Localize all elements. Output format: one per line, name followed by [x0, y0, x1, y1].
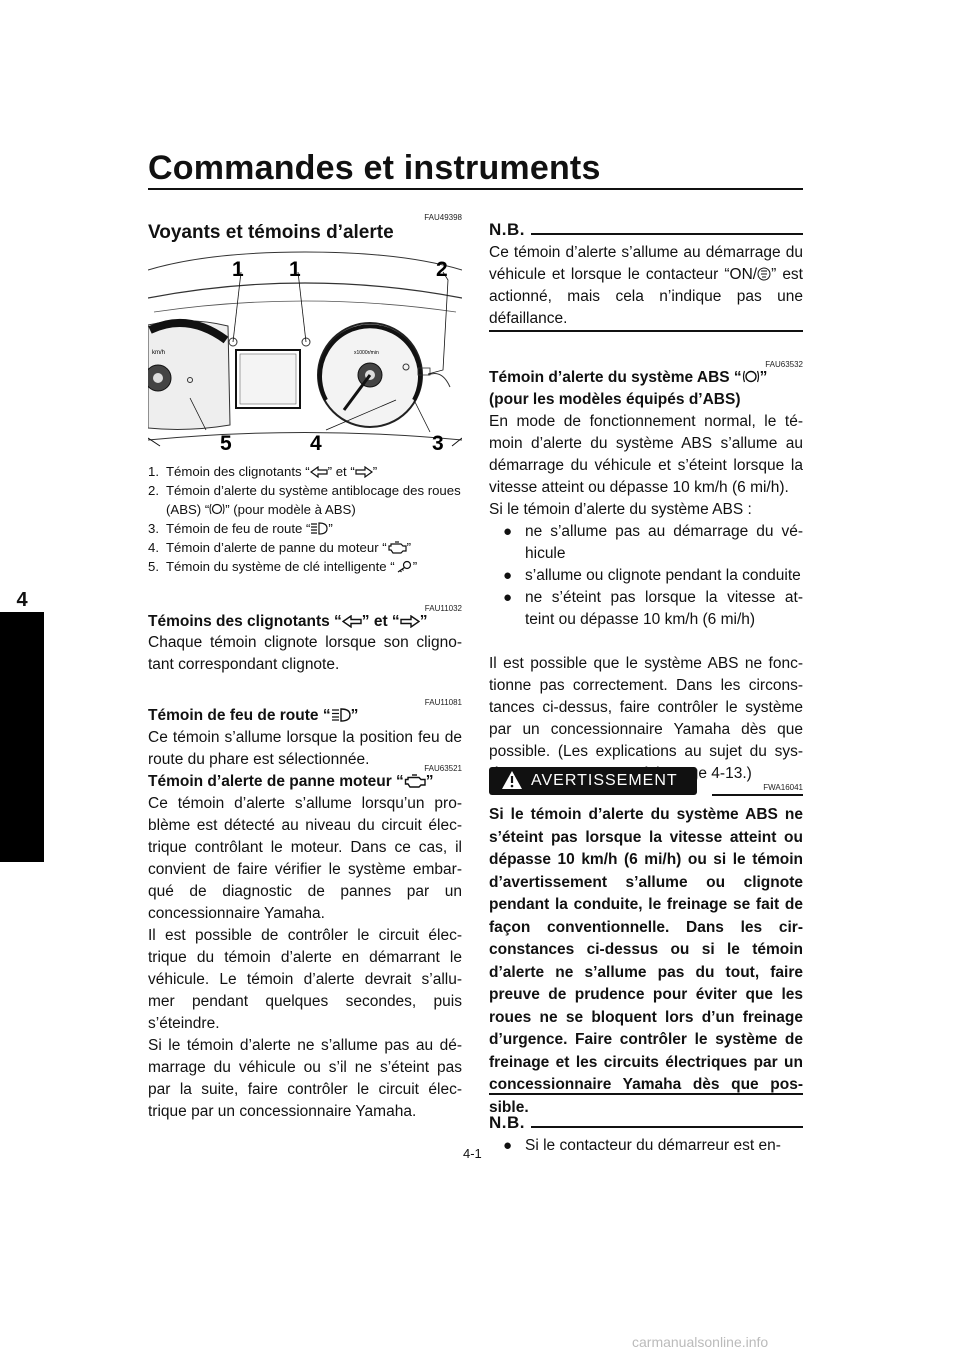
page-title: Commandes et instruments [148, 149, 601, 187]
warning-banner: AVERTISSEMENT [489, 767, 697, 795]
page-number: 4-1 [463, 1146, 482, 1161]
list-item: ●s’allume ou clignote pendant la conduit… [503, 567, 801, 584]
caption-item: 5. Témoin du système de clé intelligente… [148, 559, 418, 574]
callout-4: 4 [310, 432, 322, 455]
reference-code: FWA16041 [763, 783, 803, 792]
engine-warning-icon [388, 541, 407, 554]
tachometer-unit: x1000r/min [354, 350, 379, 356]
warning-text: Si le témoin d’alerte du système ABS ne … [489, 806, 803, 1116]
list-item: ●ne s’allume pas au démarrage du vé- hic… [503, 523, 803, 562]
list-item: ●Si le contacteur du démarreur est en- [503, 1137, 781, 1154]
caption-item: 2. Témoin d’alerte du système antiblocag… [148, 483, 461, 517]
chapter-tab [0, 590, 44, 862]
turn-right-icon [355, 466, 373, 478]
figure-caption-list: 1. Témoin des clignotants “” et “” 2. Té… [148, 462, 464, 576]
reference-code: FAU11032 [424, 604, 462, 613]
reference-code: FAU11081 [424, 698, 462, 707]
abs-icon [742, 370, 759, 383]
reference-code: FAU63532 [765, 360, 803, 369]
note-header: N.B. [489, 220, 803, 240]
reference-code: FAU49398 [424, 213, 462, 222]
heading-high-beam: Témoin de feu de route “” [148, 707, 359, 724]
footer-watermark: carmanualsonline.info [632, 1334, 769, 1350]
note-end-rule [489, 330, 803, 332]
dashboard-illustration: 1 1 2 5 4 3 km/h x1000r/min [144, 251, 463, 455]
abs-icon [209, 503, 225, 515]
paragraph: Ce témoin d’alerte s’allume lorsqu’un pr… [148, 795, 462, 922]
heading-abs-warning: Témoin d’alerte du système ABS “” (pour … [489, 369, 768, 408]
paragraph: Si le témoin d’alerte ne s’allume pas au… [148, 1037, 462, 1120]
turn-left-icon [341, 615, 362, 628]
header-rule [148, 188, 803, 190]
caption-item: 4. Témoin d’alerte de panne du moteur “” [148, 540, 412, 555]
callout-1a: 1 [232, 258, 244, 281]
paragraph: Il est possible de contrôler le circuit … [148, 927, 462, 1032]
caption-item: 1. Témoin des clignotants “” et “” [148, 464, 378, 479]
callout-3: 3 [432, 432, 444, 455]
bullet-list: ●Si le contacteur du démarreur est en- [489, 1135, 803, 1157]
paragraph: Si le témoin d’alerte du système ABS : [489, 501, 752, 518]
high-beam-icon [331, 708, 351, 722]
high-beam-icon [311, 522, 329, 535]
instrument-panel-figure: 1 1 2 5 4 3 km/h x1000r/min [144, 250, 463, 455]
power-switch-icon [757, 267, 771, 281]
paragraph: En mode de fonctionnement normal, le té-… [489, 413, 803, 496]
paragraph: Chaque témoin clignote lorsque son clign… [148, 634, 462, 673]
list-item: ●ne s’éteint pas lorsque la vitesse at- … [503, 589, 803, 628]
warning-rule [712, 794, 803, 796]
speedometer-unit: km/h [152, 350, 165, 356]
note-header: N.B. [489, 1113, 803, 1133]
note-paragraph: Ce témoin d’alerte s’allume au démarrage… [489, 244, 803, 327]
bullet-list: ●ne s’allume pas au démarrage du vé- hic… [489, 521, 803, 631]
turn-right-icon [399, 615, 420, 628]
smart-key-icon [397, 560, 411, 573]
callout-2: 2 [436, 258, 448, 281]
section-title: Voyants et témoins d’alerte [148, 222, 394, 243]
reference-code: FAU63521 [424, 764, 462, 773]
engine-warning-icon [404, 774, 426, 788]
chapter-number: 4 [0, 588, 44, 612]
warning-end-rule [489, 1093, 803, 1095]
caption-item: 3. Témoin de feu de route “” [148, 521, 333, 536]
turn-left-icon [309, 466, 328, 478]
warning-label: AVERTISSEMENT [531, 772, 678, 789]
heading-engine-warning: Témoin d’alerte de panne moteur “” [148, 773, 434, 790]
callout-1b: 1 [289, 258, 301, 281]
heading-turn-signal: Témoins des clignotants “” et “” [148, 613, 428, 630]
warning-triangle-icon [502, 771, 522, 789]
paragraph: Il est possible que le système ABS ne fo… [489, 655, 803, 782]
paragraph: Ce témoin s’allume lorsque la position f… [148, 729, 462, 768]
callout-5: 5 [220, 432, 232, 455]
